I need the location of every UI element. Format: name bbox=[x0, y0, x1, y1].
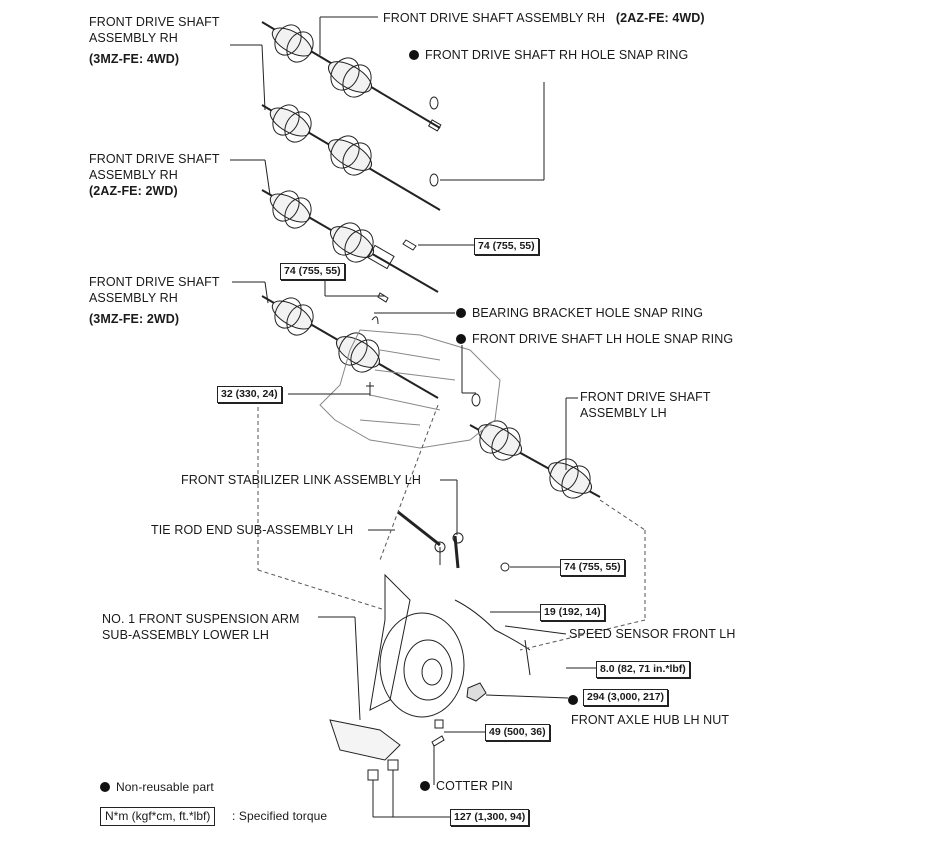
legend-torque-unit: N*m (kgf*cm, ft.*lbf) bbox=[100, 807, 216, 826]
torque-spec-bolt-rh: 74 (755, 55) bbox=[474, 238, 539, 255]
label-tie-rod-end: TIE ROD END SUB-ASSEMBLY LH bbox=[151, 523, 354, 537]
torque-spec-stabilizer-nut: 74 (755, 55) bbox=[560, 559, 625, 576]
torque-spec-tie-rod-nut: 49 (500, 36) bbox=[485, 724, 550, 741]
transaxle-outline bbox=[319, 329, 501, 449]
torque-spec-bracket-bolt: 32 (330, 24) bbox=[217, 386, 282, 403]
drive-shaft-lh bbox=[469, 420, 601, 499]
label-suspension-arm: NO. 1 FRONT SUSPENSION ARM SUB-ASSEMBLY … bbox=[102, 612, 300, 642]
drive-shaft-rh-2az-4wd bbox=[261, 21, 442, 132]
legend-non-reusable: Non-reusable part bbox=[100, 779, 214, 795]
non-reusable-dot-icon bbox=[456, 334, 466, 344]
torque-spec-speed-sensor: 8.0 (82, 71 in.*lbf) bbox=[596, 661, 690, 678]
drive-shaft-rh-3mz-2wd bbox=[261, 295, 439, 399]
torque-spec-lower-arm-bolt: 127 (1,300, 94) bbox=[450, 809, 530, 826]
label-stabilizer-link: FRONT STABILIZER LINK ASSEMBLY LH bbox=[181, 473, 421, 487]
label-rh-2az-2wd: FRONT DRIVE SHAFT ASSEMBLY RH (2AZ-FE: 2… bbox=[89, 152, 220, 198]
torque-spec-hub-nut: 294 (3,000, 217) bbox=[583, 689, 669, 706]
label-axle-hub-nut: FRONT AXLE HUB LH NUT bbox=[571, 713, 730, 727]
label-rh-3mz-2wd: FRONT DRIVE SHAFT ASSEMBLY RH (3MZ-FE: 2… bbox=[89, 275, 220, 326]
label-rh-2az-4wd: FRONT DRIVE SHAFT ASSEMBLY RH (2AZ-FE: 4… bbox=[383, 11, 705, 25]
torque-spec-bearing-bracket: 74 (755, 55) bbox=[280, 263, 345, 280]
label-cotter-pin: COTTER PIN bbox=[420, 778, 513, 794]
drive-shaft-rh-3mz-4wd bbox=[261, 104, 441, 211]
label-speed-sensor: SPEED SENSOR FRONT LH bbox=[569, 627, 736, 641]
drive-shaft-rh-2az-2wd bbox=[261, 189, 439, 293]
non-reusable-dot-icon bbox=[420, 781, 430, 791]
steering-knuckle-assembly bbox=[369, 573, 531, 718]
torque-spec-sensor-bracket: 19 (192, 14) bbox=[540, 604, 605, 621]
legend-torque-desc: : Specified torque bbox=[232, 809, 328, 823]
label-bearing-bracket-snap-ring: BEARING BRACKET HOLE SNAP RING bbox=[456, 305, 703, 321]
non-reusable-dot-icon bbox=[100, 782, 110, 792]
label-lh-assembly: FRONT DRIVE SHAFT ASSEMBLY LH bbox=[580, 390, 711, 420]
label-rh-3mz-4wd: FRONT DRIVE SHAFT ASSEMBLY RH (3MZ-FE: 4… bbox=[89, 15, 220, 66]
non-reusable-dot-icon bbox=[456, 308, 466, 318]
non-reusable-dot-icon bbox=[409, 50, 419, 60]
label-lh-hole-snap-ring: FRONT DRIVE SHAFT LH HOLE SNAP RING bbox=[456, 331, 733, 347]
non-reusable-dot-icon bbox=[568, 695, 578, 705]
label-rh-hole-snap-ring: FRONT DRIVE SHAFT RH HOLE SNAP RING bbox=[409, 47, 688, 63]
